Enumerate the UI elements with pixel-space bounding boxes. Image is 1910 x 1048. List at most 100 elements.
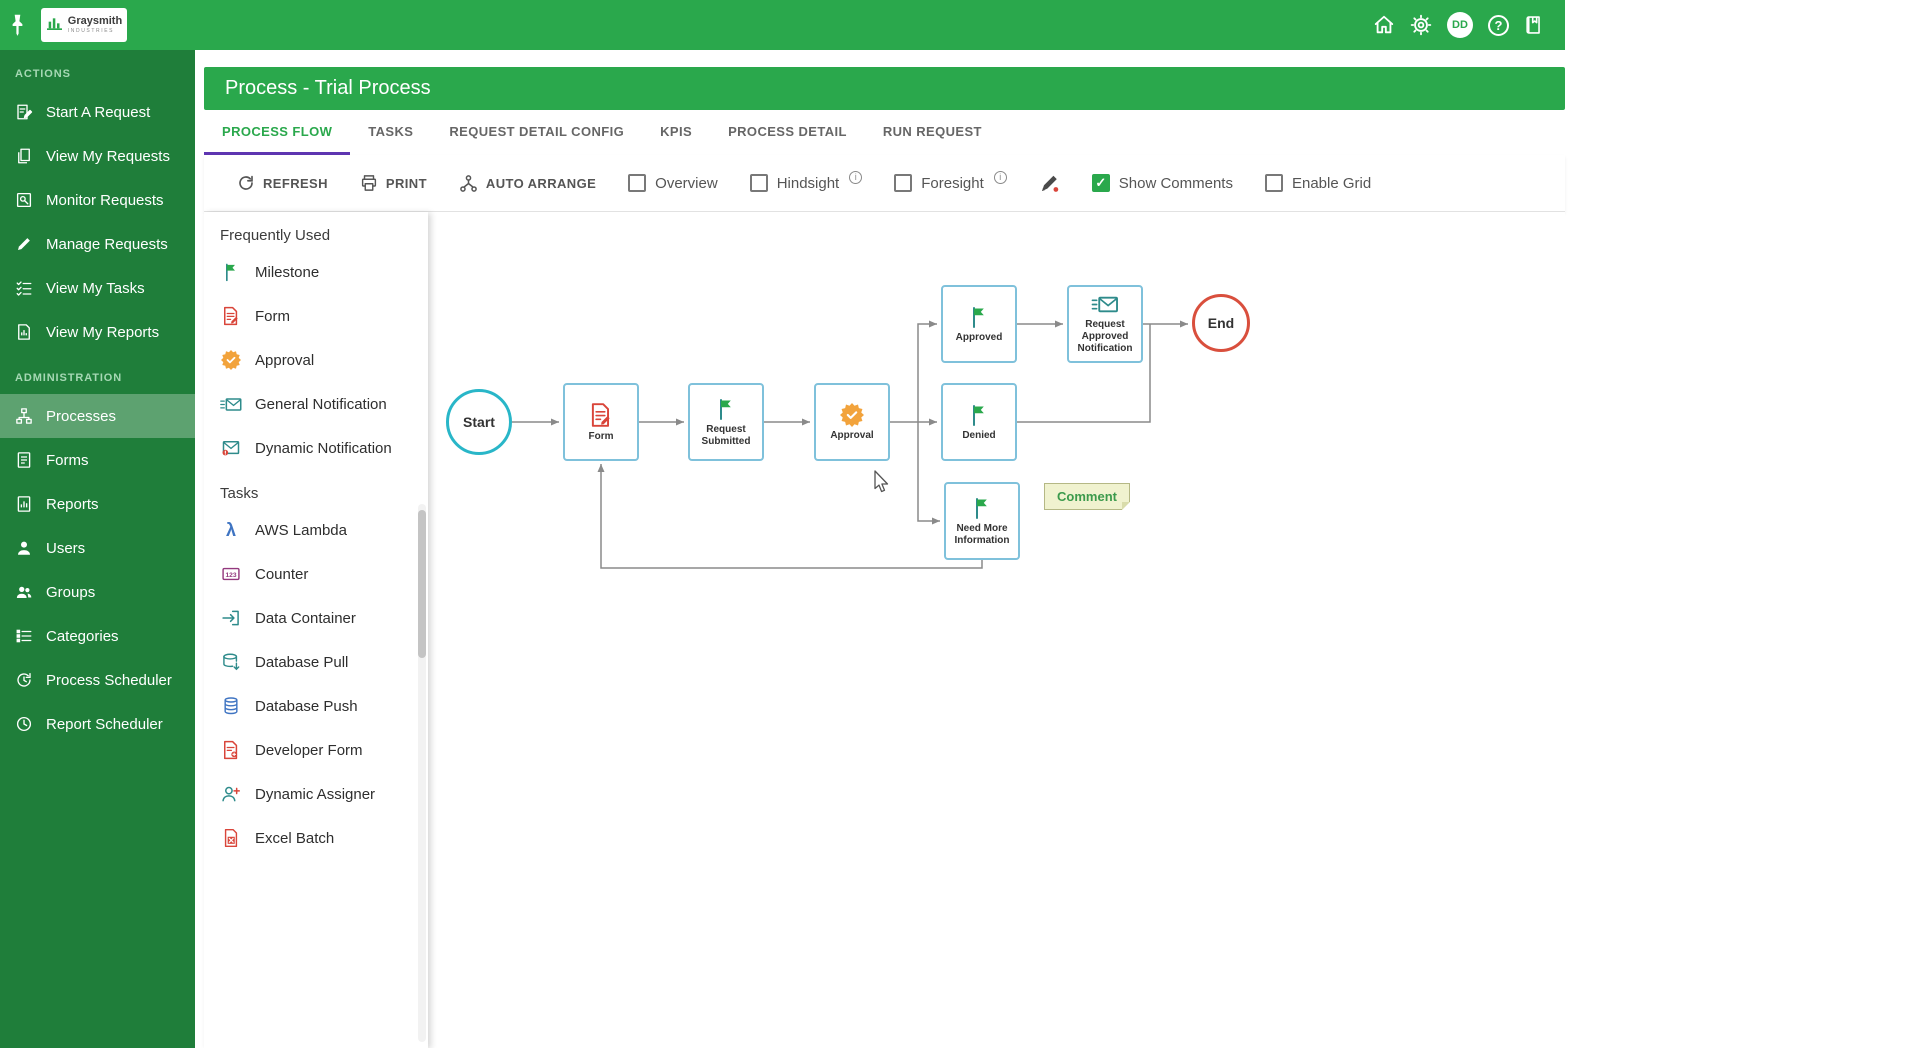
overview-checkbox[interactable]: Overview: [628, 174, 718, 192]
report-doc-icon: [18, 324, 30, 340]
palette-group-tasks: Tasks: [220, 485, 259, 502]
palette-scrollbar[interactable]: [418, 504, 426, 1042]
lambda-icon: λ: [225, 520, 236, 540]
sidebar-item-categories[interactable]: Categories: [0, 614, 195, 658]
tab-request-detail-config[interactable]: REQUEST DETAIL CONFIG: [449, 123, 625, 139]
pin-icon[interactable]: [10, 13, 25, 37]
user-avatar[interactable]: DD: [1447, 12, 1473, 38]
info-icon[interactable]: i: [849, 170, 863, 184]
palette-item-dynamic-assigner[interactable]: Dynamic Assigner: [204, 772, 428, 816]
flow-node-start[interactable]: Start: [446, 389, 512, 455]
tab-process-detail[interactable]: PROCESS DETAIL: [728, 123, 847, 139]
sidebar-item-manage-requests[interactable]: Manage Requests: [0, 222, 195, 266]
start-label: Start: [463, 414, 495, 430]
print-button[interactable]: PRINT: [360, 174, 427, 192]
palette-item-general-notification[interactable]: General Notification: [204, 382, 428, 426]
top-bar: Graysmith INDUSTRIES DD ?: [0, 0, 1565, 50]
sidebar-item-label: View My Requests: [46, 147, 170, 165]
hindsight-checkbox[interactable]: Hindsight i: [749, 170, 863, 192]
sidebar-item-view-my-requests[interactable]: View My Requests: [0, 134, 195, 178]
form-icon: [224, 306, 238, 326]
palette-item-excel-batch[interactable]: Excel Batch: [204, 816, 428, 860]
foresight-label: Foresight: [921, 174, 984, 192]
palette-item-developer-form[interactable]: Developer Form: [204, 728, 428, 772]
palette-scrollbar-thumb[interactable]: [418, 510, 426, 658]
palette-item-label: Approval: [255, 351, 315, 369]
signature-pen-icon[interactable]: [1039, 173, 1060, 194]
palette-item-database-push[interactable]: Database Push: [204, 684, 428, 728]
notification-envelope-icon: [1091, 296, 1118, 313]
flow-node-request-submitted[interactable]: Request Submitted: [688, 383, 764, 461]
sidebar-item-label: View My Reports: [46, 323, 160, 341]
user-icon: [18, 541, 30, 555]
help-icon[interactable]: ?: [1488, 14, 1509, 36]
mouse-cursor: [874, 470, 889, 493]
palette-item-label: Data Container: [255, 609, 356, 627]
home-icon[interactable]: [1373, 14, 1395, 36]
flow-node-denied[interactable]: Denied: [941, 383, 1017, 461]
tab-bar: PROCESS FLOW TASKS REQUEST DETAIL CONFIG…: [204, 110, 1565, 155]
milestone-flag-icon: [973, 306, 984, 328]
comment-note[interactable]: Comment: [1044, 483, 1130, 510]
flow-node-approved[interactable]: Approved: [941, 285, 1017, 363]
flow-node-need-more-information[interactable]: Need More Information: [944, 482, 1020, 560]
flow-node-end[interactable]: End: [1192, 294, 1250, 352]
tab-tasks[interactable]: TASKS: [368, 123, 414, 139]
palette-item-database-pull[interactable]: Database Pull: [204, 640, 428, 684]
checkbox-icon: [894, 174, 913, 192]
checkbox-icon: [749, 174, 768, 192]
node-label: Request Submitted: [701, 423, 751, 447]
bookmark-icon[interactable]: [1524, 14, 1543, 36]
tab-run-request[interactable]: RUN REQUEST: [882, 123, 982, 139]
palette-item-milestone[interactable]: Milestone: [204, 250, 428, 294]
palette-item-label: Counter: [255, 565, 309, 583]
node-label: Approval: [830, 429, 874, 441]
flow-node-form[interactable]: Form: [563, 383, 639, 461]
sidebar-item-report-scheduler[interactable]: Report Scheduler: [0, 702, 195, 746]
node-label: Approved: [955, 331, 1003, 343]
sidebar-item-groups[interactable]: Groups: [0, 570, 195, 614]
sidebar-item-label: Report Scheduler: [46, 715, 163, 733]
sidebar-item-process-scheduler[interactable]: Process Scheduler: [0, 658, 195, 702]
tab-kpis[interactable]: KPIS: [660, 123, 693, 139]
sidebar-item-monitor-requests[interactable]: Monitor Requests: [0, 178, 195, 222]
sidebar-item-users[interactable]: Users: [0, 526, 195, 570]
enable-grid-checkbox[interactable]: Enable Grid: [1264, 174, 1372, 192]
sidebar-item-forms[interactable]: Forms: [0, 438, 195, 482]
palette-item-form[interactable]: Form: [204, 294, 428, 338]
process-flow-canvas[interactable]: Start Form Request Submitted Approval Ap…: [428, 212, 1565, 1048]
palette-item-label: Milestone: [255, 263, 320, 281]
show-comments-checkbox[interactable]: Show Comments: [1091, 174, 1233, 192]
auto-arrange-icon: [460, 174, 477, 192]
flow-node-approval[interactable]: Approval: [814, 383, 890, 461]
palette-item-aws-lambda[interactable]: λ AWS Lambda: [204, 508, 428, 552]
info-icon[interactable]: i: [993, 170, 1007, 184]
sidebar-item-start-a-request[interactable]: Start A Request: [0, 90, 195, 134]
tab-process-flow[interactable]: PROCESS FLOW: [204, 110, 351, 155]
sidebar-item-view-my-reports[interactable]: View My Reports: [0, 310, 195, 354]
milestone-flag-icon: [973, 404, 984, 426]
palette-item-data-container[interactable]: Data Container: [204, 596, 428, 640]
node-label: Need More Information: [954, 522, 1010, 546]
auto-arrange-button[interactable]: AUTO ARRANGE: [459, 174, 596, 193]
logo-chart-icon: [46, 15, 63, 35]
node-label: Denied: [962, 429, 996, 441]
sidebar-item-view-my-tasks[interactable]: View My Tasks: [0, 266, 195, 310]
sidebar-item-processes[interactable]: Processes: [0, 394, 195, 438]
foresight-checkbox[interactable]: Foresight i: [894, 170, 1007, 192]
overview-label: Overview: [655, 174, 718, 192]
enable-grid-label: Enable Grid: [1291, 174, 1372, 192]
palette-item-label: Excel Batch: [255, 829, 335, 847]
gear-icon[interactable]: [1410, 14, 1432, 36]
palette-item-dynamic-notification[interactable]: Dynamic Notification: [204, 426, 428, 470]
app-logo[interactable]: Graysmith INDUSTRIES: [41, 8, 127, 42]
palette-item-approval[interactable]: Approval: [204, 338, 428, 382]
pages-icon: [18, 148, 30, 164]
svg-text:123: 123: [225, 572, 236, 579]
flow-node-request-approved-notification[interactable]: Request Approved Notification: [1067, 285, 1143, 363]
sidebar-item-reports[interactable]: Reports: [0, 482, 195, 526]
monitor-icon: [16, 192, 32, 208]
palette-item-counter[interactable]: 123 Counter: [204, 552, 428, 596]
refresh-button[interactable]: REFRESH: [237, 174, 328, 192]
